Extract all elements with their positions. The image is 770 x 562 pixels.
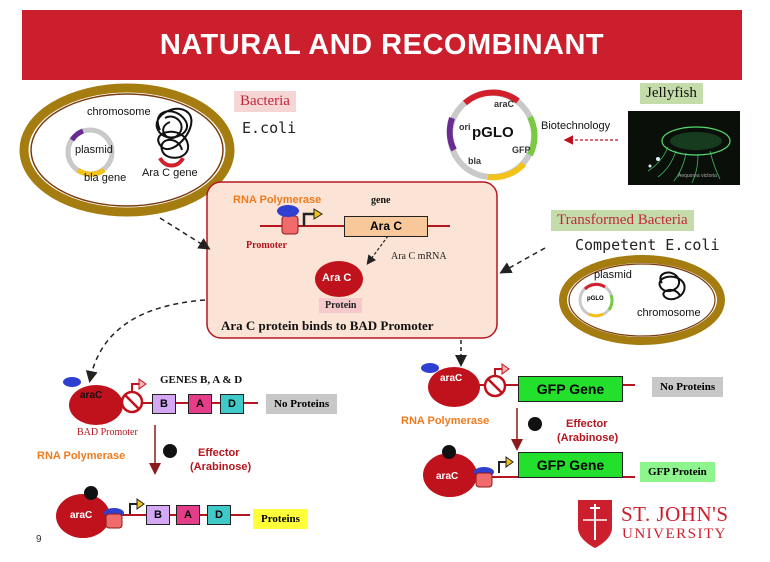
- pglo-bla-label: bla: [468, 156, 482, 166]
- right-rna-pol-label: RNA Polymerase: [401, 415, 490, 427]
- right-arac2-label: araC: [436, 471, 459, 482]
- jellyfish-image: Aequorea victoria: [628, 111, 740, 185]
- center-arac-gene: Ara C: [344, 216, 428, 237]
- gene-b: B: [152, 394, 176, 414]
- center-rna-pol-label: RNA Polymerase: [233, 194, 322, 206]
- gene-b2: B: [146, 505, 170, 525]
- gfp-gene-top: GFP Gene: [518, 376, 623, 402]
- center-promoter: [277, 205, 323, 235]
- competent-ecoli-label: Competent E.coli: [575, 236, 720, 254]
- mrna-arrow: [366, 235, 389, 265]
- left-arac-label: araC: [80, 390, 103, 401]
- right-arabinose-label: (Arabinose): [557, 432, 619, 444]
- center-gene-label: gene: [371, 195, 391, 206]
- gene-d: D: [220, 394, 244, 414]
- right-no-proteins: No Proteins: [652, 377, 724, 397]
- pglo-plasmid: [446, 89, 538, 181]
- left-arabinose-label: (Arabinose): [190, 461, 252, 473]
- logo-line1: ST. JOHN'S: [621, 502, 729, 526]
- center-to-left-arrow: [85, 299, 206, 383]
- pglo-label: pGLO: [472, 124, 514, 141]
- right-effector-dot: [528, 417, 542, 431]
- left-operon-bottom: [56, 486, 250, 538]
- arac-protein-label: Ara C: [322, 272, 352, 284]
- pglo-arac-label: araC: [494, 99, 515, 109]
- bad-promoter-label: BAD Promoter: [77, 427, 138, 438]
- right-arac-label: araC: [440, 373, 463, 384]
- pglo-gfp-label: GFP: [512, 145, 531, 155]
- ecoli-label: E.coli: [242, 119, 297, 137]
- gene-a2: A: [176, 505, 200, 525]
- jellyfish-credit: Aequorea victoria: [678, 173, 717, 179]
- page-title: NATURAL AND RECOMBINANT: [159, 29, 605, 61]
- arac-protein-blob: [315, 261, 363, 297]
- logo-line2: UNIVERSITY: [622, 526, 727, 542]
- left-effector-dot: [163, 444, 177, 458]
- transformed-tag: Transformed Bacteria: [551, 210, 694, 231]
- left-no-proteins: No Proteins: [266, 394, 338, 414]
- jellyfish-icon: [647, 126, 731, 184]
- title-bar: [22, 10, 742, 80]
- arac-gene-label: Ara C gene: [142, 167, 198, 179]
- bla-gene-label: bla gene: [84, 172, 127, 184]
- biotechnology-label: Biotechnology: [541, 120, 611, 132]
- bacteria-tag: Bacteria: [234, 91, 296, 112]
- plasmid-ring: [65, 127, 115, 177]
- arac-gene-mark: [158, 156, 185, 168]
- genes-bad-title: GENES B, A & D: [160, 374, 243, 386]
- left-rna-pol-label: RNA Polymerase: [37, 450, 126, 462]
- mrna-label: Ara C mRNA: [391, 251, 447, 262]
- right-effector-label: Effector: [566, 418, 608, 430]
- center-promoter-label: Promoter: [246, 240, 287, 251]
- left-proteins: Proteins: [253, 509, 308, 529]
- transformed-plasmid-label: plasmid: [594, 269, 632, 281]
- gfp-protein-label: GFP Protein: [640, 462, 715, 482]
- small-chromosome-scribble: [658, 271, 686, 301]
- left-operon-top: [63, 377, 258, 425]
- gene-a: A: [188, 394, 212, 414]
- center-caption: Ara C protein binds to BAD Promoter: [221, 318, 434, 333]
- gfp-gene-bottom: GFP Gene: [518, 452, 623, 478]
- bacteria-to-center-arrow: [159, 217, 211, 250]
- small-pglo-ring: [578, 282, 614, 318]
- small-pglo-label: pGLO: [587, 296, 604, 302]
- left-arac2-label: araC: [70, 510, 93, 521]
- plasmid-label: plasmid: [75, 144, 113, 156]
- chromosome-scribble: [155, 107, 193, 159]
- page-number: 9: [36, 534, 42, 545]
- university-shield-icon: [578, 500, 612, 548]
- gene-d2: D: [207, 505, 231, 525]
- transformed-to-center-arrow: [499, 247, 546, 274]
- protein-label: Protein: [319, 298, 363, 313]
- pglo-ori-label: ori: [459, 122, 471, 132]
- chromosome-label: chromosome: [87, 106, 151, 118]
- jellyfish-tag: Jellyfish: [640, 83, 703, 104]
- transformed-chromosome-label: chromosome: [637, 307, 701, 319]
- left-effector-label: Effector: [198, 447, 240, 459]
